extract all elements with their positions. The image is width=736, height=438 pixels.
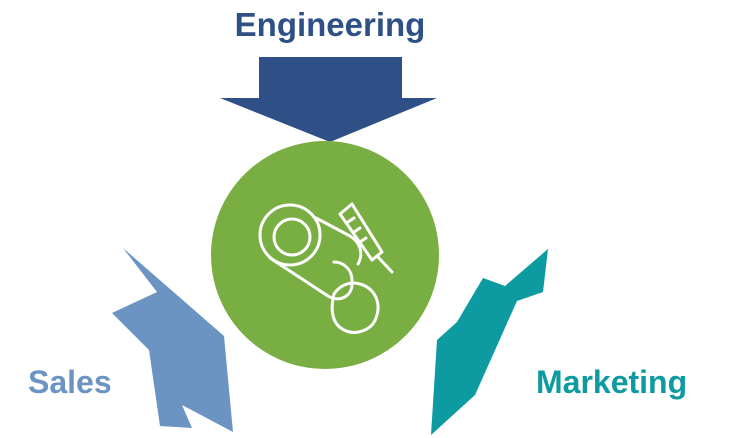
marketing-label: Marketing <box>536 364 688 400</box>
engineering-arrow <box>220 57 437 142</box>
marketing-arrow <box>431 249 548 435</box>
center-circle <box>211 141 439 369</box>
measuring-tape-and-thermometer-icon <box>258 202 394 334</box>
engineering-label: Engineering <box>234 6 426 43</box>
sales-label: Sales <box>28 364 112 400</box>
sales-arrow <box>112 248 233 432</box>
